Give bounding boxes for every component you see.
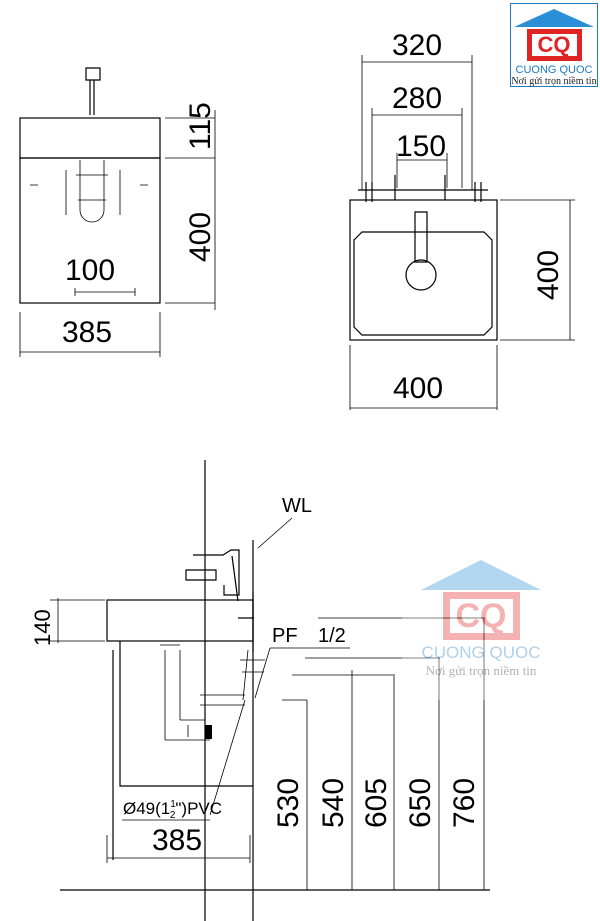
basin-top-outline	[349, 199, 498, 341]
dim-400-right-line	[500, 199, 575, 341]
dim-115: 115	[184, 102, 217, 150]
basin-front	[19, 117, 161, 159]
watermark-mark: CQ	[442, 592, 520, 640]
height-reference-lines	[240, 617, 485, 701]
dim-385-side: 385	[152, 824, 202, 857]
dim-280: 280	[392, 82, 442, 115]
pf-label: PF	[272, 625, 298, 647]
dim-150: 150	[396, 130, 446, 163]
dim-530: 530	[272, 778, 305, 828]
faucet-side-icon	[185, 549, 240, 602]
dim-385-side-line	[106, 835, 251, 863]
dim-400-front: 400	[184, 212, 217, 262]
front-view: 100 115 400 385	[19, 67, 217, 357]
watermark-logo: CQ CUONG QUOC Nơi gửi trọn niềm tin	[402, 545, 560, 700]
faucet-icon	[85, 67, 101, 115]
dim-100-line	[74, 288, 136, 296]
tap-posts	[358, 175, 488, 202]
dim-400-depth: 400	[532, 250, 565, 300]
watermark-brand: CUONG QUOC	[421, 643, 541, 662]
logo-mark: CQ	[526, 29, 582, 61]
dim-320: 320	[392, 29, 442, 62]
dim-vertical-lines	[165, 110, 216, 310]
dim-385-line	[19, 312, 161, 357]
wl-leader	[257, 517, 293, 549]
dim-540: 540	[317, 778, 350, 828]
drain-trap	[30, 160, 148, 223]
dim-140: 140	[30, 609, 55, 646]
basin-side	[106, 599, 254, 642]
cabinet-front	[19, 157, 161, 304]
top-dim-lines	[361, 55, 473, 190]
cabinet-side	[112, 641, 253, 860]
pf-size: 1/2	[318, 625, 346, 647]
height-dim-lines	[209, 618, 485, 890]
wl-label: WL	[282, 495, 312, 517]
top-view: 320 280 150 400 400	[349, 29, 575, 410]
dim-385-top: 385	[62, 316, 112, 349]
wall-fitting	[238, 592, 254, 652]
dim-140-line	[50, 598, 105, 643]
dim-760: 760	[448, 778, 481, 828]
logo-brand: CUONG QUOC	[515, 64, 593, 76]
faucet-top-icon	[414, 211, 428, 263]
dim-605: 605	[360, 778, 393, 828]
basin-bowl	[353, 231, 493, 336]
dim-400-width: 400	[393, 372, 443, 405]
dim-100: 100	[65, 254, 115, 287]
drain-icon	[405, 259, 437, 291]
drain-pipe	[160, 644, 249, 741]
logo-slogan: Nơi gửi trọn niềm tin	[511, 76, 597, 87]
brand-logo: CQ CUONG QUOC Nơi gửi trọn niềm tin	[510, 3, 598, 87]
watermark-slogan: Nơi gửi trọn niềm tin	[425, 663, 537, 678]
side-view: WL PF 1/2 530 540 605 650 760 140 Ø49(11…	[30, 460, 490, 921]
wall-lines	[204, 460, 254, 921]
dim-400-bottom-line	[349, 345, 498, 410]
dim-650: 650	[404, 778, 437, 828]
trap-cap	[205, 725, 212, 739]
